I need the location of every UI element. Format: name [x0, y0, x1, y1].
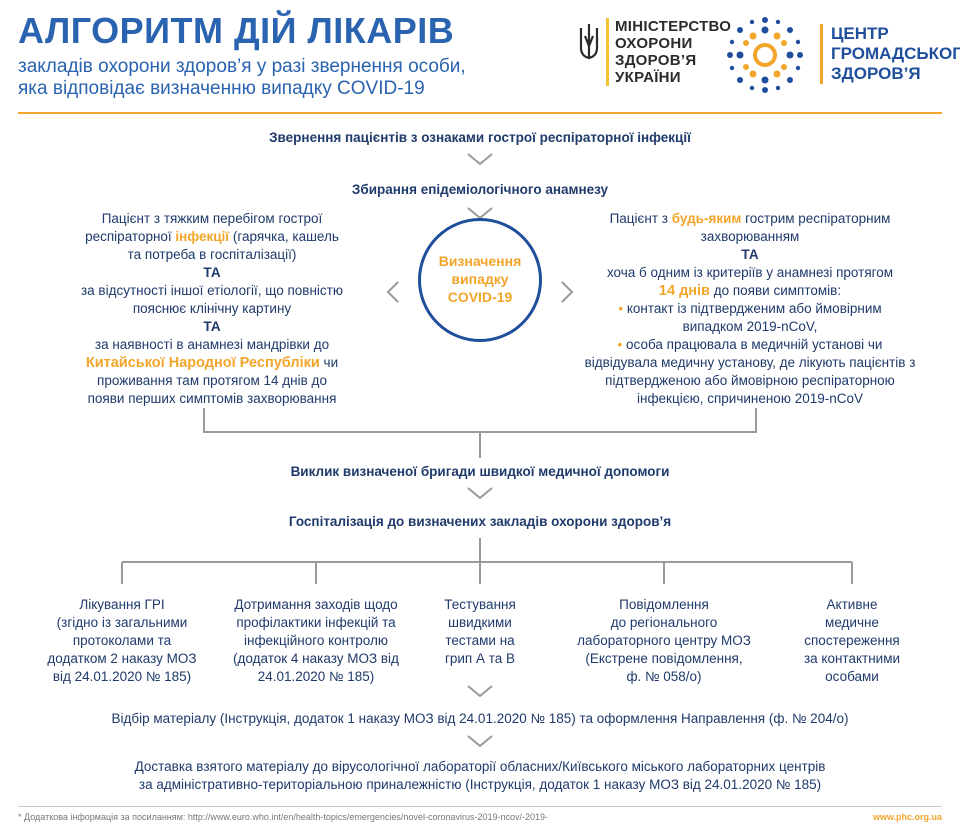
bullet-icon: •: [618, 301, 624, 316]
step-hospitalization: Госпіталізація до визначених закладів ох…: [288, 514, 672, 529]
column-rapid-testing: Тестування швидкими тестами на грип А та…: [444, 597, 516, 666]
and-label: ТА: [203, 265, 221, 280]
right-condition-block: Пацієнт з будь-яким гострим респіраторни…: [580, 210, 920, 408]
step-sample-delivery: Доставка взятого матеріалу до вірусологі…: [134, 759, 826, 792]
merge-bracket: [203, 408, 757, 433]
column-treatment: Лікування ГРІ (згідно із загальними прот…: [47, 597, 197, 684]
chevron-down-icon: [467, 735, 493, 748]
trident-icon: [579, 24, 599, 60]
step-ambulance-call: Виклик визначеної бригади швидкої медичн…: [290, 464, 670, 479]
column-notification: Повідомлення до регіонального лабораторн…: [577, 597, 751, 684]
phc-logo-icon: [727, 17, 803, 93]
case-definition-label: Визначення випадку COVID-19: [438, 253, 522, 305]
subtitle-line-2: яка відповідає визначенню випадку COVID-…: [18, 78, 425, 99]
footnote: * Додаткова інформація за посиланням: ht…: [18, 812, 549, 822]
chevron-down-icon: [467, 207, 493, 220]
and-label: ТА: [741, 247, 759, 262]
page-subtitle: закладів охорони здоров’я у разі звернен…: [18, 56, 538, 100]
footer-divider: [18, 806, 942, 807]
chevron-left-icon: [386, 281, 399, 303]
ministry-name: МІНІСТЕРСТВО ОХОРОНИ ЗДОРОВ’Я УКРАЇНИ: [606, 18, 731, 86]
case-definition-circle: [418, 218, 542, 342]
column-infection-control: Дотримання заходів щодо профілактики інф…: [233, 597, 399, 684]
left-condition-block: Пацієнт з тяжким перебігом гострої респі…: [52, 210, 372, 408]
header-divider: [18, 112, 942, 114]
chevron-down-icon: [467, 487, 493, 500]
and-label: ТА: [203, 319, 221, 334]
chevron-right-icon: [561, 281, 574, 303]
page-title: АЛГОРИТМ ДІЙ ЛІКАРІВ: [18, 10, 455, 51]
chevron-down-icon: [467, 153, 493, 166]
subtitle-line-1: закладів охорони здоров’я у разі звернен…: [18, 56, 466, 77]
phc-name: ЦЕНТР ГРОМАДСЬКОГО ЗДОРОВ’Я: [820, 24, 960, 84]
step-epidemiological-history: Збирання епідеміологічного анамнезу: [351, 182, 609, 197]
website-link[interactable]: www.phc.org.ua: [872, 812, 942, 822]
column-monitoring: Активне медичне спостереження за контакт…: [803, 597, 901, 684]
chevron-down-icon: [467, 685, 493, 698]
bullet-icon: •: [617, 337, 623, 352]
step-patient-referral: Звернення пацієнтів з ознаками гострої р…: [269, 130, 691, 145]
step-sample-collection: Відбір матеріалу (Інструкція, додаток 1 …: [111, 711, 849, 726]
